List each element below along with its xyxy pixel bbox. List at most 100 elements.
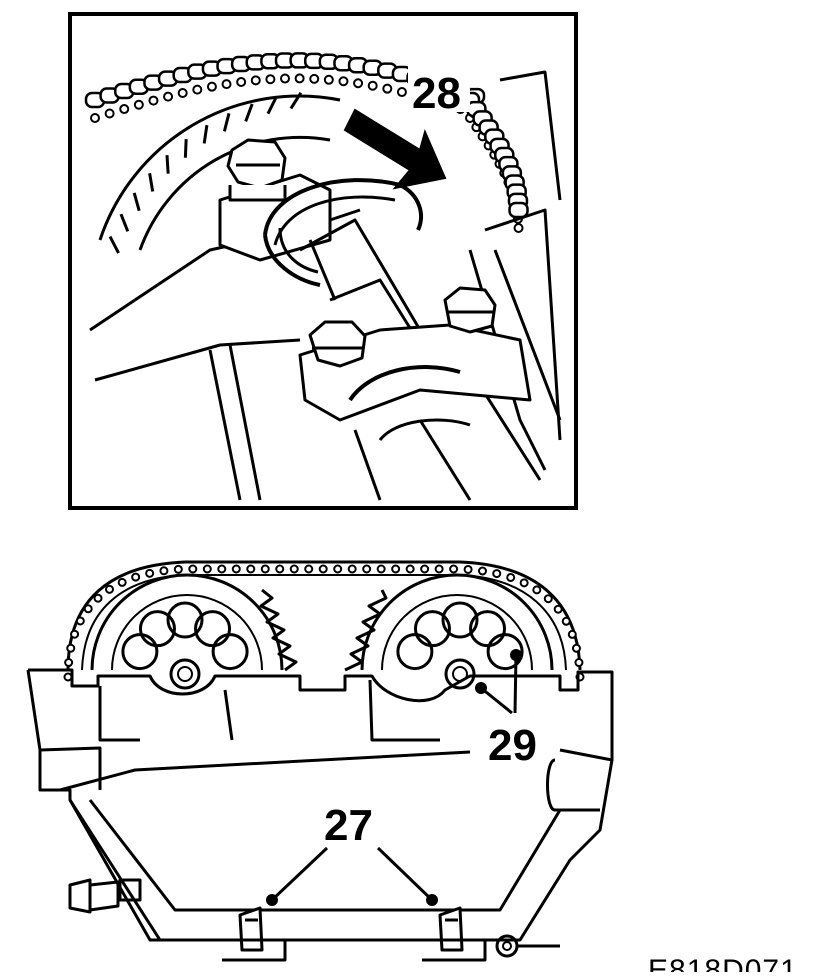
gear-teeth-edge — [259, 588, 298, 672]
sprocket-hole — [469, 610, 507, 648]
dot-29b — [510, 649, 522, 661]
sprocket-hole — [486, 633, 524, 671]
overview-assembly — [26, 560, 614, 962]
chain-outline-inner — [81, 574, 567, 671]
chain-pin — [353, 78, 364, 89]
chain-pin — [133, 99, 144, 110]
chain-roller — [449, 564, 459, 574]
sensor-plug — [68, 878, 92, 914]
chain-roller — [318, 564, 328, 574]
chain-roller — [63, 672, 73, 682]
chain-pin — [338, 76, 349, 87]
sprocket-hole — [194, 610, 232, 648]
chain-link — [508, 201, 529, 219]
chain-pin — [323, 74, 334, 85]
sprocket-tooth — [165, 155, 170, 174]
sprocket-left — [90, 573, 284, 690]
chain-roller — [159, 566, 169, 576]
chain-pin — [221, 79, 232, 90]
chain-roller — [66, 643, 76, 653]
chain-roller — [64, 658, 74, 668]
chain-pin — [250, 75, 261, 86]
callout-28-backing — [408, 66, 470, 112]
dot-27a — [266, 894, 278, 906]
chain-roller — [574, 658, 584, 668]
chain-pin — [309, 73, 320, 84]
chain-roller — [246, 564, 256, 574]
chain-pin — [294, 73, 305, 84]
chain-outline-outer — [66, 560, 582, 671]
chain-roller — [376, 564, 386, 574]
chain-roller — [117, 577, 127, 587]
chain-roller — [561, 616, 571, 626]
cap-bolt-upper-left — [226, 138, 287, 202]
cap-bolt-lower-right — [443, 286, 497, 334]
leader-lines — [270, 654, 518, 902]
chain-pin — [90, 113, 100, 123]
cap-bolt-lower-left — [308, 320, 367, 368]
chain-roller — [567, 629, 577, 639]
chain-roller — [506, 572, 516, 582]
chain-roller — [434, 564, 444, 574]
gear-teeth-edge — [344, 589, 388, 672]
sprocket-hole — [441, 601, 479, 639]
chain-roller — [405, 564, 415, 574]
sprocket-tooth — [119, 213, 130, 232]
camshaft-journal — [348, 365, 461, 402]
sprocket-hole — [211, 633, 249, 671]
chain-pin — [280, 73, 290, 84]
chain-roller — [83, 604, 93, 614]
chain-pin — [513, 223, 524, 233]
sprocket-hole — [166, 601, 204, 639]
sprocket-tooth — [132, 192, 141, 212]
dot-27b — [426, 894, 438, 906]
chain-roller — [347, 564, 357, 574]
arrow-callout-28 — [343, 108, 447, 190]
chain-roller — [173, 564, 183, 574]
chain-roller — [553, 604, 563, 614]
chain-roller — [463, 564, 473, 574]
bottom-bolt-left — [222, 906, 287, 962]
chain-roller — [519, 578, 529, 588]
sprocket-hole — [413, 610, 451, 648]
chain-roller — [362, 564, 372, 574]
dot-29a — [475, 682, 487, 694]
chain-pin — [367, 80, 378, 91]
chain-roller — [532, 585, 542, 595]
chain-roller — [202, 564, 212, 574]
sprocket-tooth — [244, 103, 254, 122]
chain-roller — [131, 572, 141, 582]
chain-roller — [231, 564, 241, 574]
callout-28: 28 — [412, 69, 461, 118]
sprocket-tooth — [108, 235, 120, 254]
chain-roller — [75, 616, 85, 626]
chain-roller — [217, 564, 227, 574]
figure-id: E818D071 — [648, 954, 798, 972]
sprocket-tooth — [183, 139, 188, 158]
camshaft-seal-ring — [263, 178, 423, 287]
chain-roller — [275, 564, 285, 574]
sprocket-teeth-overview — [259, 588, 388, 672]
sprocket-tooth — [148, 172, 155, 192]
chain-roller — [571, 643, 581, 653]
callout-27: 27 — [324, 801, 373, 850]
chain-pin — [206, 81, 217, 92]
leader-dots — [266, 649, 522, 906]
alignment-ring — [495, 934, 519, 958]
chain-roller — [260, 564, 270, 574]
chain-roller — [104, 584, 114, 594]
chain-pin — [396, 87, 407, 98]
chain-pin — [265, 74, 276, 85]
chain-roller — [391, 564, 401, 574]
sprocket-left-bolt — [169, 658, 201, 690]
chain-roller — [420, 564, 430, 574]
sprocket-hole — [121, 633, 159, 671]
chain-pin — [192, 84, 203, 95]
chain-roller — [477, 566, 487, 576]
sprocket-tooth — [222, 113, 231, 132]
chain-roller — [188, 564, 198, 574]
callout-29: 29 — [488, 721, 537, 770]
timing-chain-overview — [63, 560, 585, 682]
sprocket-hole — [396, 633, 434, 671]
